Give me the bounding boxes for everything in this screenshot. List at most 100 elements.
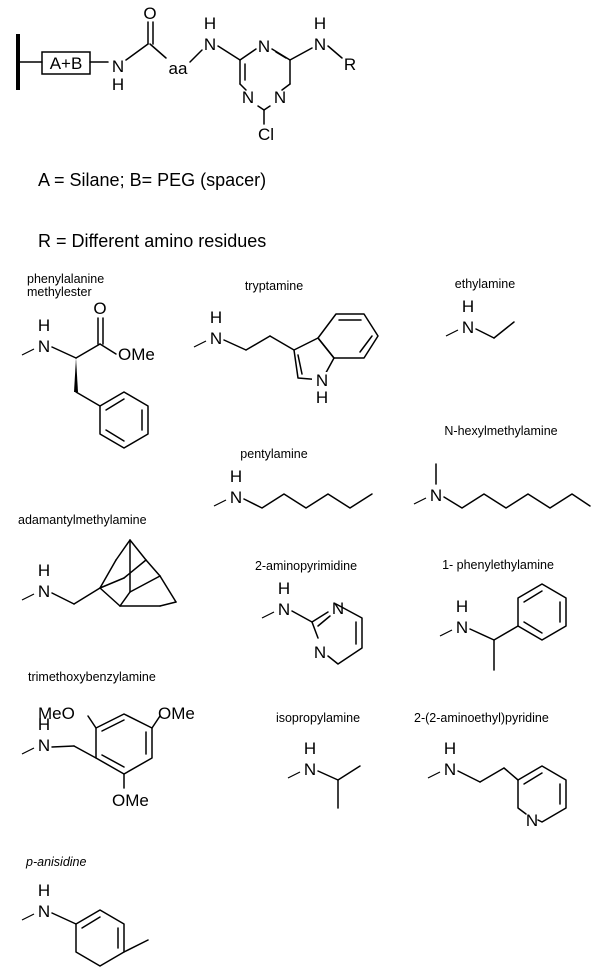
phenyl-ring <box>99 391 149 449</box>
attachment-bond <box>413 497 427 505</box>
amine-n: N <box>210 329 222 348</box>
phenyl-ring <box>517 583 567 641</box>
indole-n: N <box>316 371 328 390</box>
r-definition: R = Different amino residues <box>38 231 266 251</box>
aromatic-bond <box>317 615 331 627</box>
residue-phenylalanine-methylester: phenylalanine methylester H N O OMe <box>21 272 155 449</box>
ring-n: N <box>332 599 344 618</box>
triazine-bond <box>257 105 265 111</box>
bond <box>475 328 495 339</box>
benzene-ring <box>75 909 125 967</box>
amide-h: H <box>112 75 124 94</box>
amine-n: N <box>38 736 50 755</box>
residue-name: ethylamine <box>455 277 515 291</box>
linker-nh-n: N <box>204 35 216 54</box>
aromatic-bond <box>297 354 303 375</box>
benzene-ring <box>95 713 153 775</box>
amine-h: H <box>444 739 456 758</box>
residue-2-aminoethyl-pyridine: 2-(2-aminoethyl)pyridine H N N <box>414 711 567 830</box>
spacer-box-label: A+B <box>50 54 83 73</box>
methoxy-label: OMe <box>112 791 149 810</box>
core-structure: A+B N H O aa H N N N N Cl H N R <box>16 4 356 144</box>
bond <box>73 587 101 605</box>
nh-label-bg <box>312 372 332 386</box>
carbonyl-to-aa-bond <box>149 43 167 59</box>
amine-n: N <box>38 337 50 356</box>
attachment-bond <box>287 771 301 779</box>
amine-h: H <box>304 739 316 758</box>
spacer-box <box>41 51 91 75</box>
bond <box>457 770 481 783</box>
aromatic-bond <box>523 621 543 634</box>
bond <box>51 592 75 605</box>
residue-adamantylmethylamine: adamantylmethylamine H N <box>18 513 177 607</box>
amine-h: H <box>38 715 50 734</box>
aromatic-bond <box>105 398 125 411</box>
aromatic-bond <box>359 335 373 353</box>
bond <box>151 715 161 729</box>
amine-h: H <box>230 467 242 486</box>
attachment-bond <box>427 771 441 779</box>
bond <box>73 745 97 759</box>
ring-n: N <box>526 811 538 830</box>
amine-h: H <box>278 579 290 598</box>
n-to-r-bond <box>327 45 343 59</box>
amine-n: N <box>230 488 242 507</box>
residue-2-aminopyrimidine: 2-aminopyrimidine H N N N <box>255 559 363 665</box>
bond <box>51 346 77 359</box>
bond <box>245 335 271 351</box>
attachment-bond <box>21 593 35 601</box>
bond <box>479 767 505 783</box>
nh-to-carbonyl-bond <box>125 43 149 61</box>
attachment-bond <box>193 340 207 348</box>
attachment-bond <box>21 348 35 356</box>
amine-h: H <box>38 881 50 900</box>
carbonyl-o: O <box>143 4 156 23</box>
nr-n: N <box>314 35 326 54</box>
residue-name: 2-(2-aminoethyl)pyridine <box>414 711 549 725</box>
pyrimidine-bond <box>311 611 329 623</box>
residue-name: N-hexylmethylamine <box>444 424 557 438</box>
residue-name: isopropylamine <box>276 711 360 725</box>
aa-to-nh-bond <box>189 49 203 63</box>
triazine-n-left: N <box>242 88 254 107</box>
amide-n: N <box>112 57 124 76</box>
triazine-bond <box>263 105 271 111</box>
benzene-ring <box>317 313 379 359</box>
amine-n: N <box>38 582 50 601</box>
bond <box>317 770 339 781</box>
triazine-to-nr-bond <box>289 47 313 61</box>
linker-nh-h: H <box>204 14 216 33</box>
residue-name: tryptamine <box>245 279 303 293</box>
indole-h: H <box>316 388 328 407</box>
bond <box>493 321 515 339</box>
nr-h: H <box>314 14 326 33</box>
bond <box>75 391 101 407</box>
aromatic-bond <box>101 754 125 768</box>
triazine-n-top: N <box>258 37 270 56</box>
amine-h: H <box>210 308 222 327</box>
attachment-bond <box>261 611 275 619</box>
attachment-bond <box>213 499 227 507</box>
bond <box>99 343 117 355</box>
alkyl-chain <box>243 493 373 509</box>
attachment-bond <box>21 913 35 921</box>
aromatic-bond <box>105 429 125 442</box>
alkyl-chain <box>443 493 591 509</box>
ring-n: N <box>314 643 326 662</box>
r-group: R <box>344 55 356 74</box>
spacer-definition: A = Silane; B= PEG (spacer) <box>38 170 266 190</box>
pyridine-ring <box>517 765 567 823</box>
amine-h: H <box>38 561 50 580</box>
adamantane-cage <box>99 539 177 607</box>
aromatic-bond <box>101 719 125 732</box>
residue-pentylamine: pentylamine H N <box>213 447 373 509</box>
residue-1-phenylethylamine: 1- phenylethylamine H N <box>439 558 567 671</box>
residue-isopropylamine: isopropylamine H N <box>276 711 361 809</box>
methoxy-label: OMe <box>158 704 195 723</box>
aa-label: aa <box>169 59 188 78</box>
attachment-bond <box>439 629 453 637</box>
pyrimidine-bond <box>311 621 319 639</box>
amine-h: H <box>38 316 50 335</box>
ester-ome: OMe <box>118 345 155 364</box>
